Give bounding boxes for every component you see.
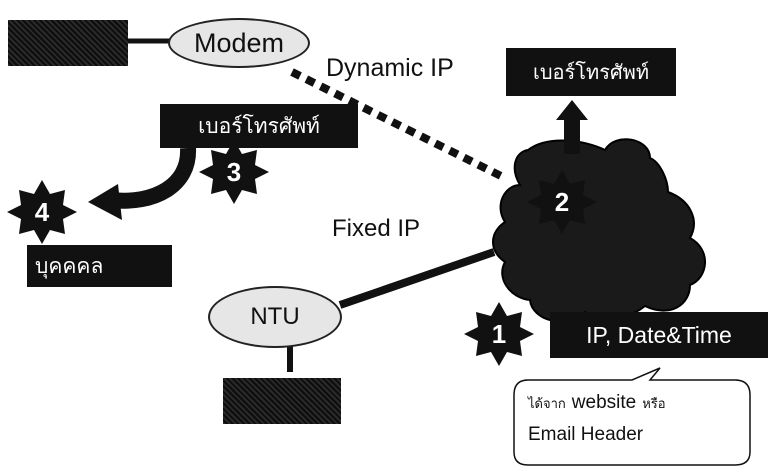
- phone-number-box-left: เบอร์โทรศัพท์: [160, 104, 358, 148]
- curved-arrow-shaft: [109, 147, 197, 209]
- star-badge-4: [7, 180, 77, 244]
- modem-node: Modem: [168, 18, 310, 68]
- dynamic-ip-line: [290, 68, 507, 182]
- phone-number-box-right: เบอร์โทรศัพท์: [506, 48, 676, 96]
- phone-number-label-right: เบอร์โทรศัพท์: [532, 62, 649, 84]
- modem-label: Modem: [193, 27, 285, 58]
- ip-date-time-box: IP, Date&Time: [550, 312, 768, 358]
- callout-text: ได้จาก website หรือ Email Header: [528, 392, 743, 446]
- up-arrow-head: [556, 100, 588, 120]
- person-label: บุคคคล: [35, 254, 104, 278]
- star-badge-2: [527, 170, 597, 234]
- dynamic-ip-label: Dynamic IP: [326, 54, 454, 82]
- internet-cloud-shape: [492, 138, 706, 323]
- ip-date-time-label: IP, Date&Time: [586, 321, 732, 348]
- redacted-box-top-left: [8, 20, 128, 66]
- step-3-label: 3: [226, 156, 242, 187]
- step-1-label: 1: [491, 318, 507, 349]
- callout-or: หรือ: [642, 396, 666, 411]
- callout-bubble: [513, 367, 751, 466]
- curved-arrow-head: [88, 184, 122, 220]
- star-badge-3: [199, 140, 269, 204]
- step-2-label: 2: [554, 186, 570, 217]
- fixed-ip-label: Fixed IP: [332, 215, 421, 242]
- fixed-ip-line: [338, 248, 496, 309]
- ntu-label: NTU: [250, 303, 300, 330]
- callout-email-header: Email Header: [528, 424, 644, 445]
- person-box: บุคคคล: [27, 245, 172, 287]
- phone-number-label-left: เบอร์โทรศัพท์: [198, 114, 320, 138]
- step-4-label: 4: [34, 196, 50, 227]
- callout-line-1: ได้จาก website หรือ: [528, 392, 743, 414]
- redacted-box-bottom: [223, 378, 341, 424]
- callout-website: website: [571, 392, 637, 413]
- callout-prefix: ได้จาก: [528, 396, 566, 411]
- star-badge-1: [464, 302, 534, 366]
- ntu-node: NTU: [208, 286, 342, 348]
- up-arrow-shaft: [564, 118, 580, 154]
